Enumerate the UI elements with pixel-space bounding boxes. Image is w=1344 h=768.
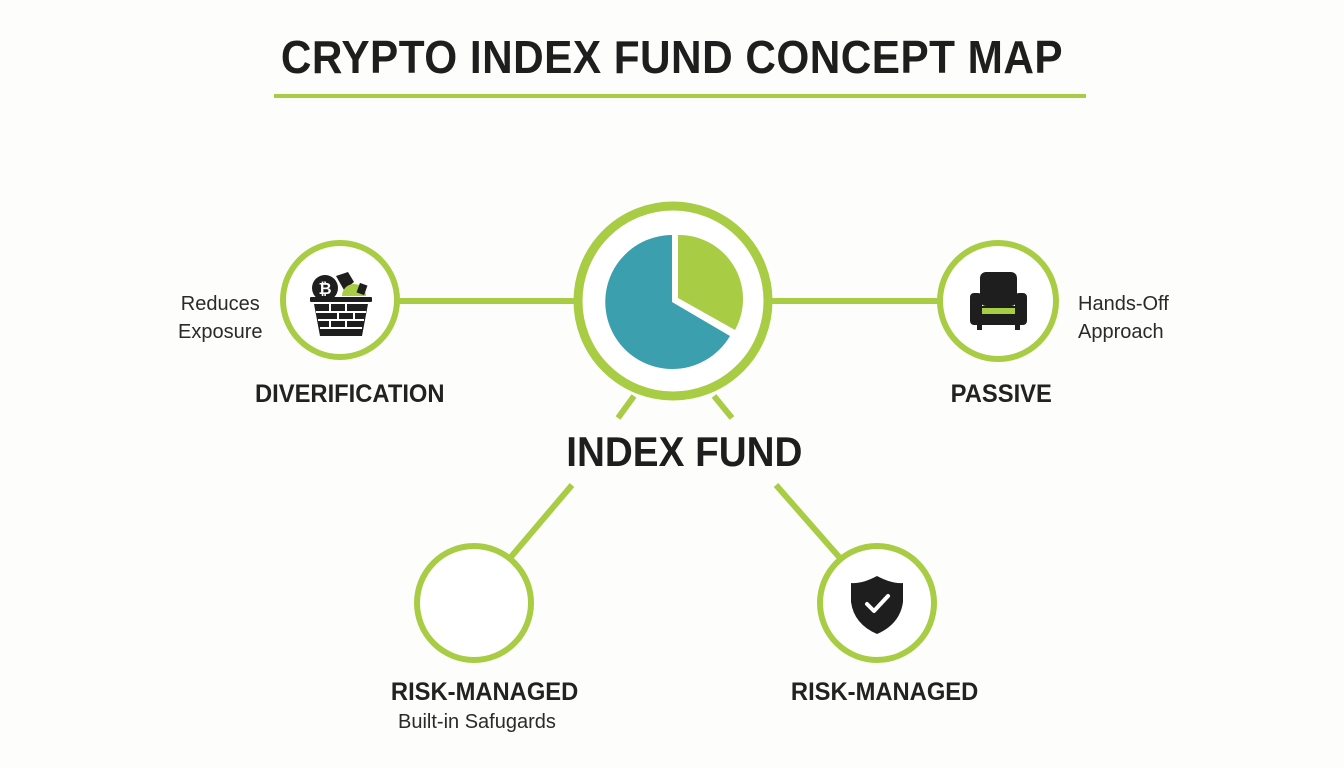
connector-risk-right bbox=[773, 483, 843, 560]
connector-lines bbox=[398, 298, 942, 560]
center-node[interactable] bbox=[573, 201, 773, 401]
passive-subtitle-line-1: Hands-Off bbox=[1078, 293, 1169, 315]
passive-node[interactable] bbox=[937, 240, 1059, 362]
armchair-icon bbox=[970, 272, 1027, 330]
svg-text:₿: ₿ bbox=[318, 279, 331, 298]
connector-risk-left bbox=[507, 483, 575, 560]
diversification-subtitle-line-2: Exposure bbox=[178, 321, 263, 343]
passive-subtitle: Hands-Off Approach bbox=[1078, 290, 1169, 346]
diversification-subtitle-line-1: Reduces bbox=[180, 293, 260, 315]
center-label: INDEX FUND bbox=[566, 428, 803, 475]
passive-subtitle-line-2: Approach bbox=[1078, 321, 1164, 343]
crypto-basket-icon: ₿ bbox=[310, 272, 372, 336]
connector-center-left-stub bbox=[615, 394, 637, 420]
pie-chart-icon bbox=[605, 234, 744, 369]
passive-title: PASSIVE bbox=[950, 380, 1052, 408]
title-underline bbox=[274, 94, 1086, 98]
connector-center-right-stub bbox=[711, 394, 735, 420]
risk-managed-left-title: RISK-MANAGED bbox=[390, 678, 579, 706]
diversification-title: DIVERIFICATION bbox=[254, 380, 445, 408]
risk-managed-right-node[interactable] bbox=[817, 543, 937, 663]
shield-check-icon bbox=[851, 576, 903, 634]
risk-managed-right-title: RISK-MANAGED bbox=[790, 678, 979, 706]
diversification-subtitle: Reduces Exposure bbox=[178, 290, 263, 346]
diversification-node[interactable]: ₿ bbox=[280, 240, 400, 360]
page-title: CRYPTO INDEX FUND CONCEPT MAP bbox=[280, 31, 1064, 83]
risk-managed-left-node[interactable] bbox=[414, 543, 534, 663]
risk-managed-left-subtitle: Built-in Safugards bbox=[398, 711, 556, 733]
